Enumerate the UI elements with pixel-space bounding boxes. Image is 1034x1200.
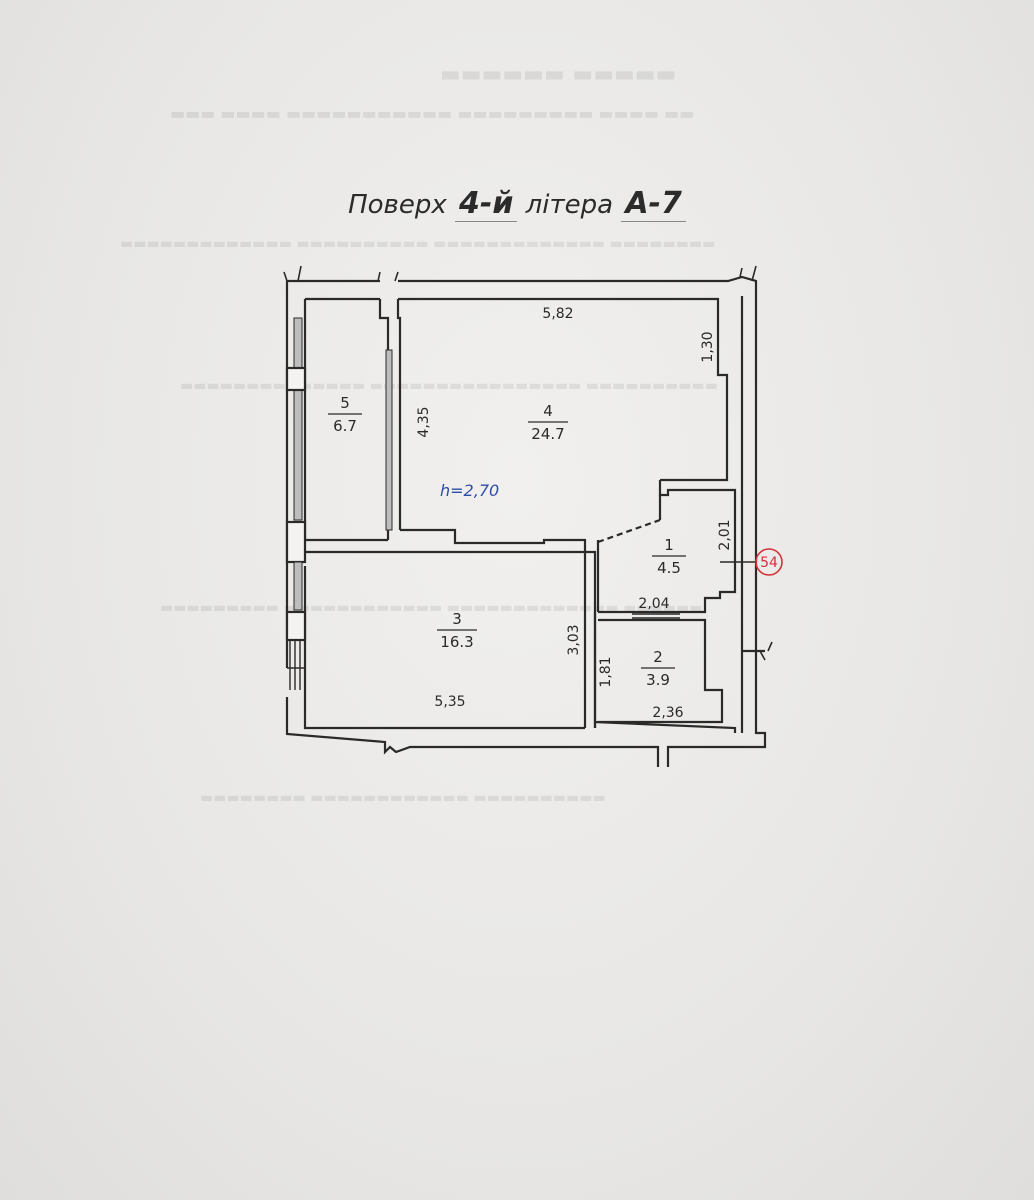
floor-title: Поверх 4-й літера А-7 [0, 186, 1034, 222]
dim-room1-height: 2,01 [717, 519, 733, 550]
outer-wall-outline [285, 275, 767, 767]
column-block-3 [285, 610, 307, 642]
room-number: 2 [653, 648, 663, 666]
right-wall-inner-line [740, 296, 765, 733]
ceiling-height-label: h=2,70 [440, 481, 499, 500]
dim-room2-width: 2,36 [652, 705, 683, 721]
stair-hatch [287, 639, 305, 690]
floor-value: 4-й [455, 186, 518, 222]
stamp-number: 54 [760, 555, 778, 571]
partition-5-4-fill [385, 349, 393, 531]
room1-door [597, 518, 661, 544]
room-number: 3 [452, 610, 462, 628]
left-wall-inner [303, 299, 585, 730]
dim-room2-height: 1,81 [598, 656, 614, 687]
room-area: 16.3 [440, 633, 473, 651]
room-3-label: 3 16.3 [437, 610, 477, 651]
letter-value: А-7 [621, 186, 686, 222]
floor-word: Поверх [348, 190, 447, 220]
room-number: 5 [340, 394, 350, 412]
room1-door-jamb [596, 495, 662, 612]
window-sill-upper [293, 317, 303, 521]
window-sill-lower [293, 561, 303, 611]
dim-room4-right-height: 1,30 [700, 331, 716, 362]
stamp-circle [755, 548, 783, 576]
room-area: 3.9 [646, 671, 670, 689]
room-4-label: 4 24.7 [528, 402, 568, 443]
break-marks [283, 265, 773, 661]
room2-door-mark [632, 613, 680, 619]
room-5-label: 5 6.7 [328, 394, 362, 435]
room1-walls [598, 480, 737, 614]
dim-room5-height: 4,35 [416, 406, 432, 437]
column-block-2 [285, 520, 307, 564]
dim-room3-width: 5,35 [434, 694, 465, 710]
outer-wall-inner-line [305, 297, 729, 482]
room-1-label: 1 4.5 [652, 536, 686, 577]
dim-room1-width: 2,04 [638, 596, 669, 612]
room2-walls [593, 612, 737, 733]
room-2-label: 2 3.9 [641, 648, 675, 689]
letter-word: літера [525, 190, 614, 220]
room-area: 4.5 [657, 559, 681, 577]
room-number: 4 [543, 402, 553, 420]
column-block-1 [285, 366, 307, 392]
room-area: 6.7 [333, 417, 357, 435]
room-number: 1 [664, 536, 674, 554]
room-area: 24.7 [531, 425, 564, 443]
dim-room3-height: 3,03 [566, 624, 582, 655]
dim-room4-width: 5,82 [542, 306, 573, 322]
